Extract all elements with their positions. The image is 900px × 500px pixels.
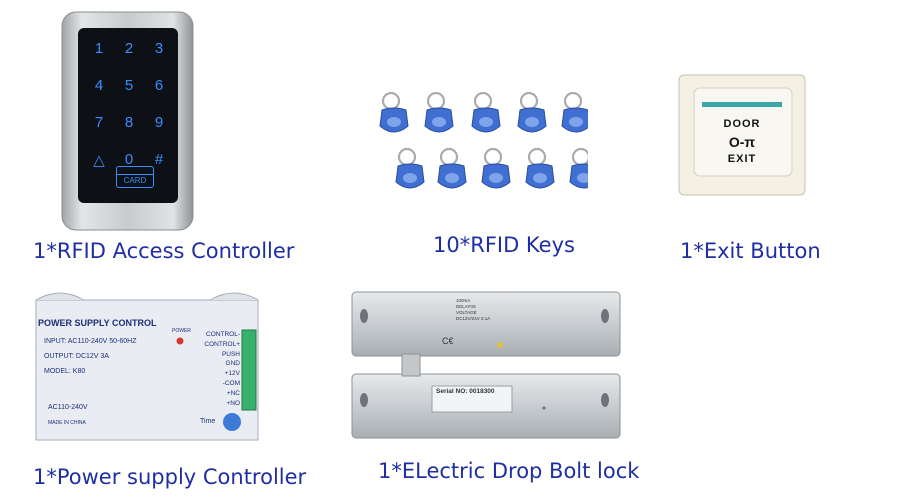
keypad-key: 5 — [124, 77, 134, 94]
keypad-key: # — [154, 151, 164, 168]
caption-rfid-keys: 10*RFID Keys — [433, 233, 575, 257]
keypad-key: 9 — [154, 114, 164, 131]
rfid-key-fob-icon — [394, 147, 426, 190]
card-label: CARD — [123, 176, 147, 185]
rfid-key-fob-icon — [560, 91, 592, 134]
keypad-key: 0 — [124, 151, 134, 168]
rfid-key-fob-icon — [470, 91, 502, 134]
drop-bolt-lock-device: C€ 100mA DELAY0S VOLTAGE DC12V/24V 0.1A … — [350, 290, 622, 442]
lock-sticker-top: 100mA DELAY0S VOLTAGE DC12V/24V 0.1A — [456, 298, 544, 322]
exit-button-device: DOOR O-π EXIT — [678, 74, 806, 196]
rfid-key-fob-icon — [480, 147, 512, 190]
rfid-key-fob-icon — [436, 147, 468, 190]
terminal-label: PUSH — [221, 350, 240, 358]
keypad-key: 6 — [154, 77, 164, 94]
lock-serial-label: Serial NO: 0018300 — [436, 388, 495, 395]
keypad-key: 4 — [94, 77, 104, 94]
psu-bottom-label: AC110-240V — [48, 404, 88, 411]
terminal-label: CONTROL+ — [204, 340, 240, 348]
card-reader-area: CARD — [116, 166, 154, 188]
terminal-label: +NO — [226, 399, 240, 407]
psu-made-in: MADE IN CHINA — [48, 420, 86, 426]
psu-power-led-label: POWER — [172, 328, 191, 334]
caption-exit-button: 1*Exit Button — [680, 239, 821, 263]
exit-door-text: DOOR — [723, 118, 761, 130]
sticker-line: 100mA — [456, 298, 471, 303]
caption-power-supply: 1*Power supply Controller — [33, 465, 307, 489]
keypad-key: 8 — [124, 114, 134, 131]
key-icon: O-π — [728, 134, 756, 150]
terminal-label: +NC — [226, 389, 240, 397]
rfid-key-fob-icon — [516, 91, 548, 134]
terminal-label: +12V — [224, 370, 240, 378]
psu-spec: OUTPUT: DC12V 3A — [44, 353, 109, 360]
terminal-label: CONTROL- — [206, 331, 240, 338]
psu-spec: MODEL: K80 — [44, 368, 86, 375]
rfid-key-fob-icon — [378, 91, 410, 134]
rfid-key-fob-icon — [423, 91, 455, 134]
keypad-key: 1 — [94, 40, 104, 57]
keypad-key: 2 — [124, 40, 134, 57]
psu-terminals: CONTROL- CONTROL+ PUSH GND +12V -COM +NC… — [200, 330, 240, 408]
caption-access-controller: 1*RFID Access Controller — [33, 239, 295, 263]
sticker-line: VOLTAGE — [456, 310, 477, 315]
sticker-line: DELAY0S — [456, 304, 476, 309]
psu-spec: INPUT: AC110-240V 50-60HZ — [44, 338, 137, 345]
psu-time-label: Time — [200, 418, 216, 425]
keypad-key: 3 — [154, 40, 164, 57]
terminal-label: GND — [225, 360, 240, 368]
keypad-key: 7 — [94, 114, 104, 131]
keypad-key: △ — [93, 152, 105, 169]
rfid-key-fob-icon — [568, 147, 600, 190]
lock-ce-mark: C€ — [442, 336, 454, 346]
keypad-grid: 1 2 3 4 5 6 7 8 9 △ 0 # — [84, 40, 174, 169]
sticker-line: DC12V/24V 0.1A — [456, 316, 491, 321]
caption-drop-bolt-lock: 1*ELectric Drop Bolt lock — [378, 459, 640, 483]
exit-exit-text: EXIT — [727, 153, 757, 165]
rfid-access-controller: 1 2 3 4 5 6 7 8 9 △ 0 # CARD — [60, 10, 195, 232]
psu-title: POWER SUPPLY CONTROL — [38, 318, 157, 328]
rfid-key-fob-icon — [524, 147, 556, 190]
rfid-keys-group — [378, 91, 600, 200]
terminal-label: -COM — [222, 379, 240, 387]
power-supply-device: POWER SUPPLY CONTROL INPUT: AC110-240V 5… — [30, 282, 266, 442]
